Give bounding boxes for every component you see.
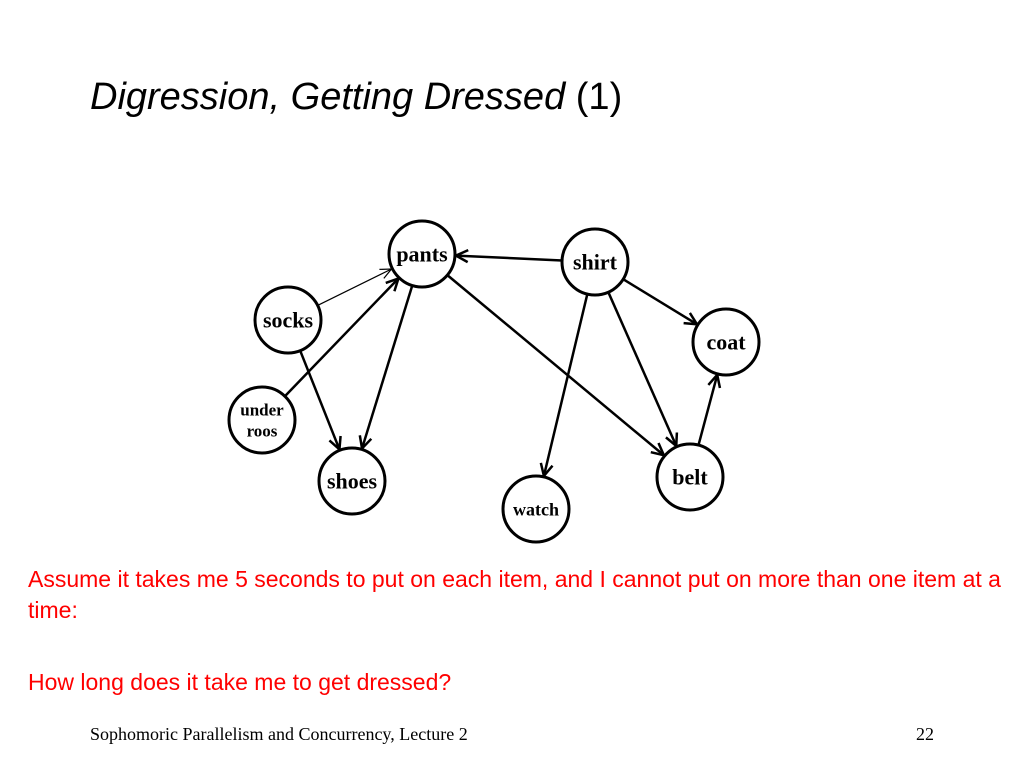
node-circle-underroos	[227, 385, 297, 455]
node-label-underroos: roos	[247, 422, 278, 441]
node-belt: belt	[655, 442, 725, 512]
edge-socks-to-pants	[317, 268, 393, 306]
node-label-socks: socks	[263, 308, 314, 333]
node-circle-belt	[655, 442, 725, 512]
page-number: 22	[916, 724, 934, 744]
question-setup: Assume it takes me 5 seconds to put on e…	[28, 566, 1001, 623]
edge-underroos-to-pants	[284, 276, 401, 398]
question: How long does it take me to get dressed?	[28, 669, 452, 695]
edge-shirt-to-watch	[539, 293, 589, 479]
node-label-pants: pants	[396, 242, 448, 267]
node-watch: watch	[501, 474, 571, 544]
node-circle-shoes	[317, 446, 387, 516]
edge-belt-to-coat	[697, 372, 722, 446]
node-shirt: shirt	[560, 227, 630, 297]
edge-shirt-to-coat	[622, 278, 700, 326]
node-pants: pants	[387, 219, 457, 289]
node-shoes: shoes	[317, 446, 387, 516]
footer-course: Sophomoric Parallelism and Concurrency, …	[90, 724, 468, 744]
node-label-shoes: shoes	[327, 469, 378, 494]
node-label-watch: watch	[513, 499, 559, 519]
node-circle-watch	[501, 474, 571, 544]
node-circle-pants	[387, 219, 457, 289]
edge-shirt-to-pants	[453, 248, 563, 264]
node-coat: coat	[691, 307, 761, 377]
graph-nodes: pants shirt socks coat under roos shoes belt wat…	[227, 219, 761, 544]
slide-title: Digression, Getting Dressed (1)	[90, 76, 622, 119]
node-circle-socks	[253, 285, 323, 355]
node-label-underroos: under	[240, 400, 284, 419]
graph-edges	[284, 248, 722, 479]
node-socks: socks	[253, 285, 323, 355]
slide-title-main: Digression, Getting Dressed	[90, 76, 566, 118]
node-label-coat: coat	[706, 330, 746, 355]
edge-socks-to-shoes	[299, 350, 342, 453]
node-underroos: under roos	[227, 385, 297, 455]
node-circle-shirt	[560, 227, 630, 297]
edge-pants-to-shoes	[358, 285, 414, 452]
node-label-shirt: shirt	[573, 250, 618, 275]
slide-title-suffix: (1)	[575, 76, 623, 118]
edge-shirt-to-belt	[607, 291, 679, 449]
edge-pants-to-belt	[446, 274, 667, 458]
node-circle-coat	[691, 307, 761, 377]
node-label-belt: belt	[672, 465, 708, 490]
